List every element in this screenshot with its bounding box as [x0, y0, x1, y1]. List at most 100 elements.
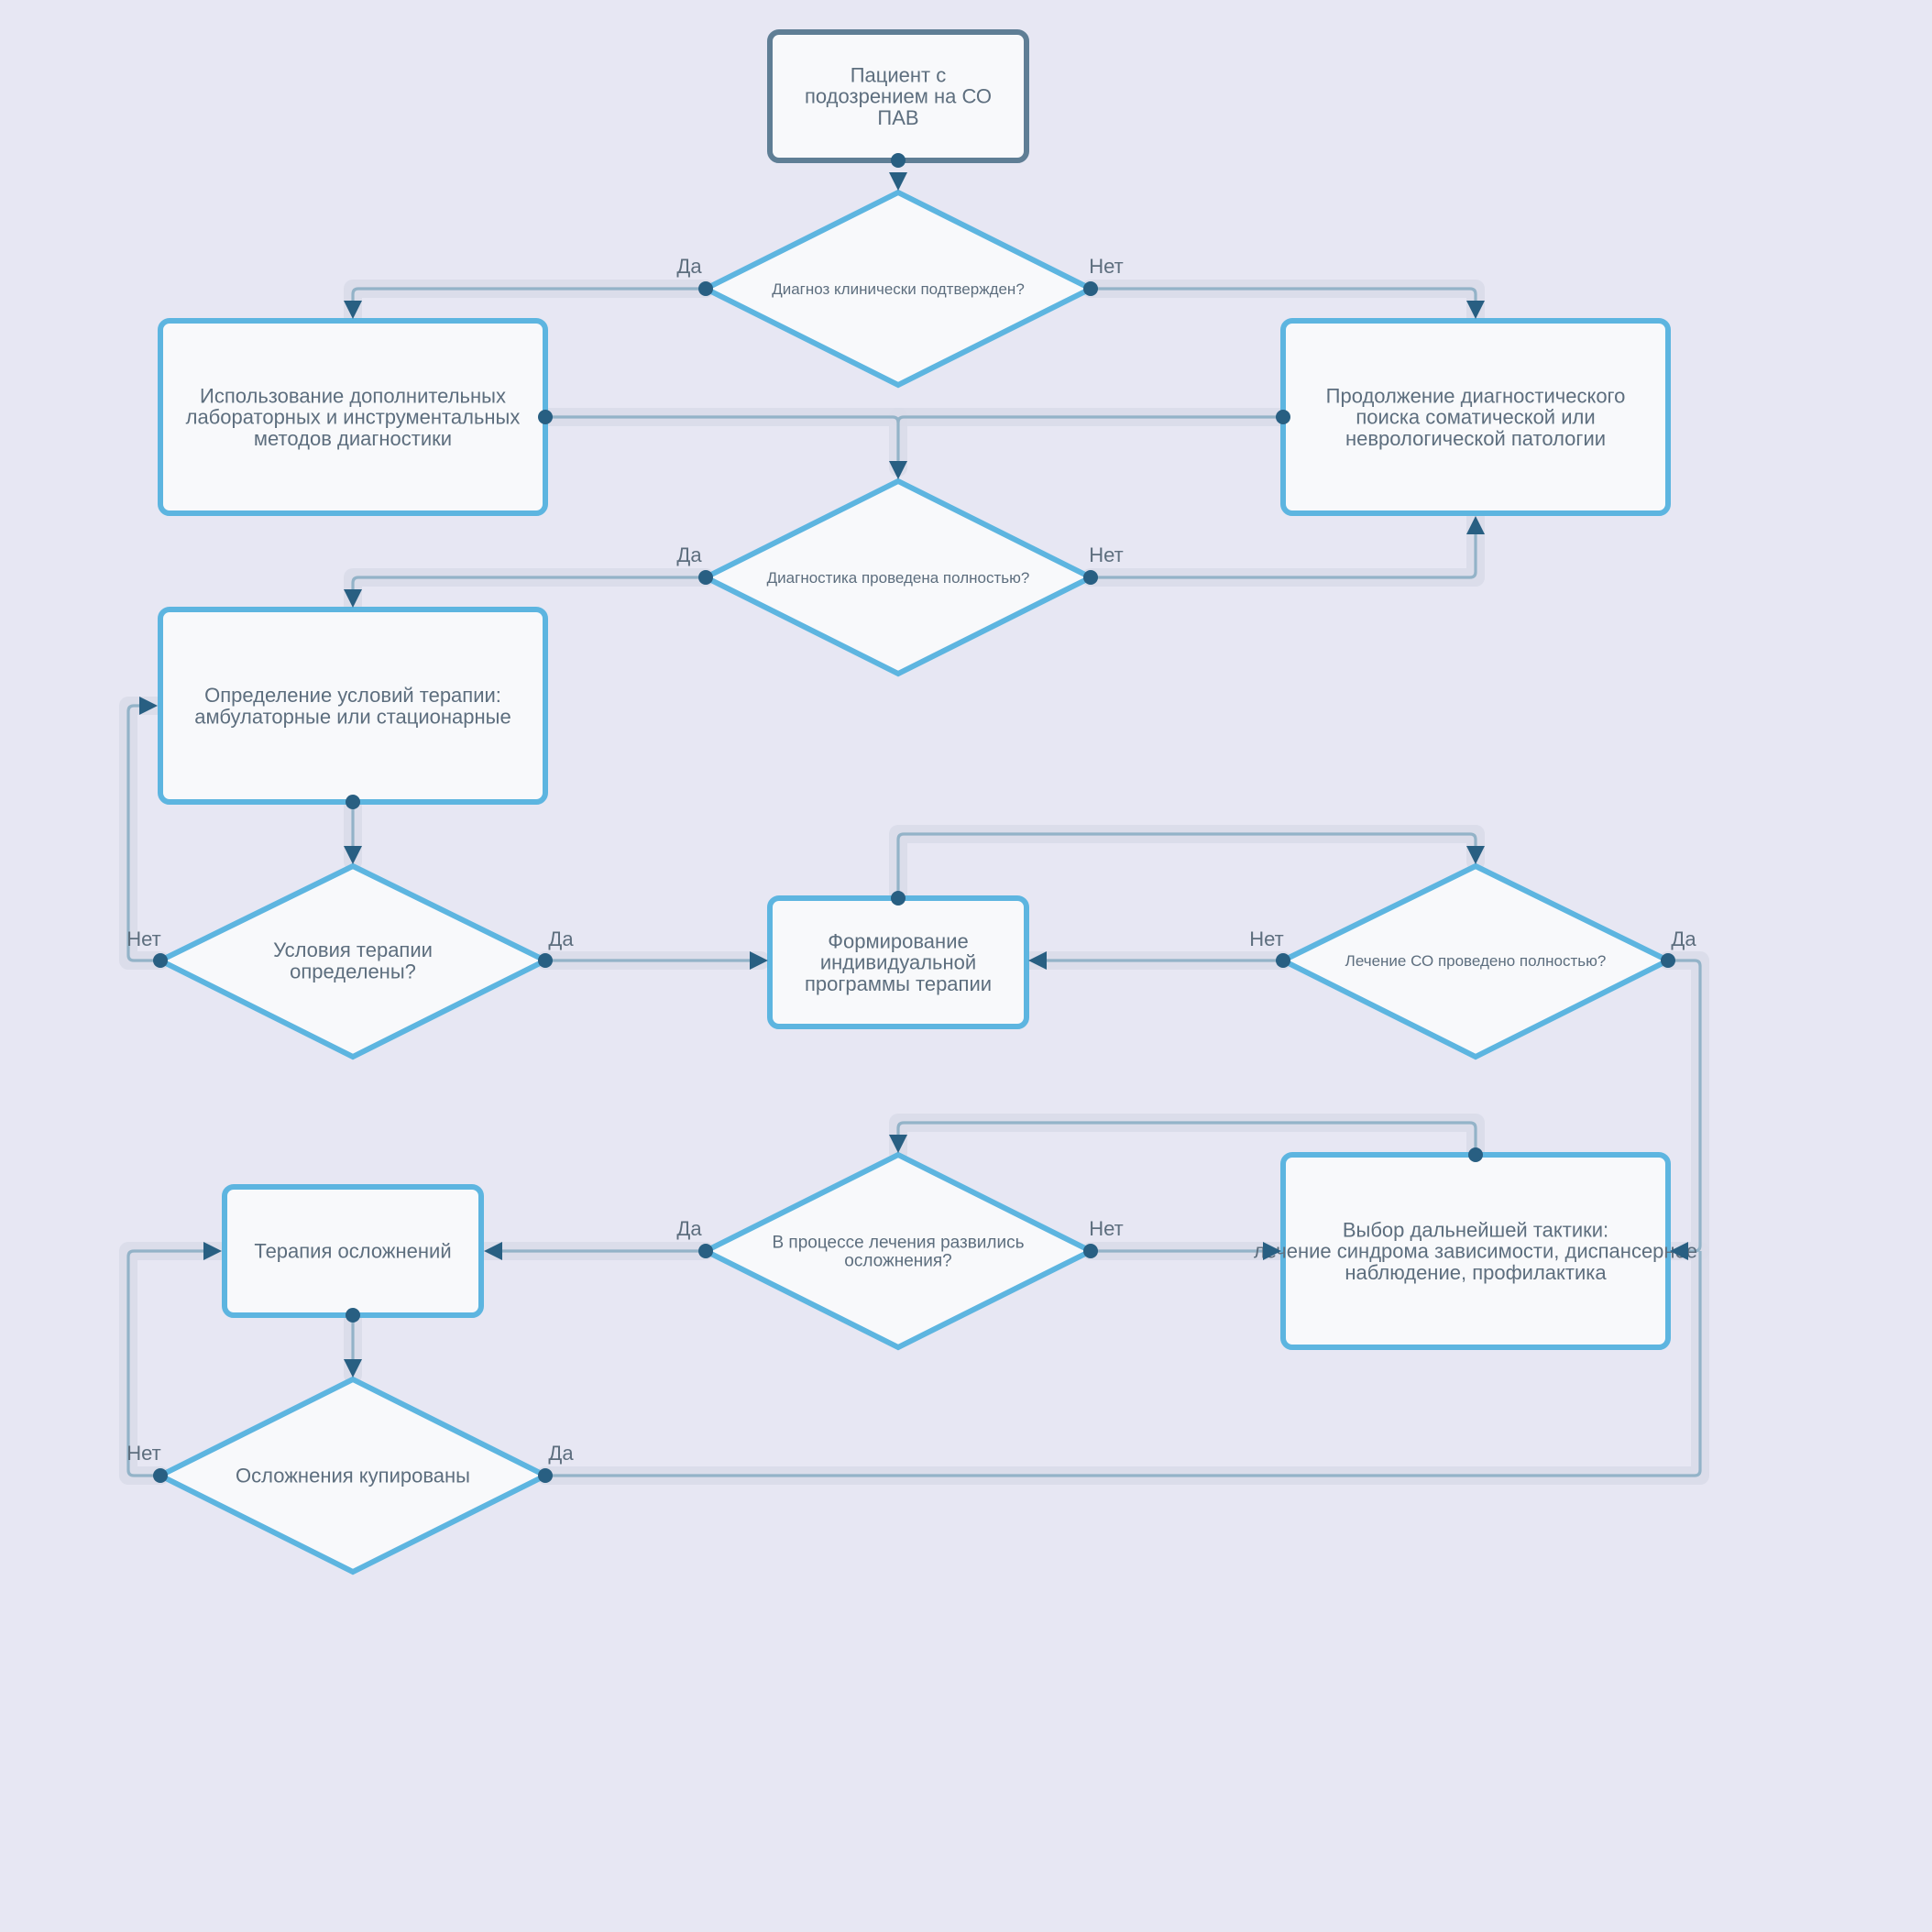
edge-label-no: Нет: [1089, 255, 1123, 278]
port-dot: [1276, 953, 1290, 968]
node-label-line: осложнения?: [844, 1252, 951, 1271]
node-label-line: индивидуальной: [820, 951, 976, 974]
node-decision-treatment-complete[interactable]: Лечение СО проведено полностью?: [1277, 862, 1674, 1060]
node-label-line: поиска соматической или: [1356, 406, 1595, 429]
node-label-line: Пациент с: [851, 64, 947, 87]
node-therapy-conditions[interactable]: Определение условий терапии:амбулаторные…: [158, 607, 548, 805]
edge-label-no: Нет: [126, 928, 160, 950]
edge-label-yes: Да: [676, 1217, 702, 1240]
port-dot: [1276, 410, 1290, 424]
arrowhead: [344, 301, 362, 319]
edge-search-d2: [896, 415, 1283, 423]
edge-label-yes: Да: [676, 543, 702, 566]
edge-d6-yes: [545, 1251, 1702, 1477]
arrowhead: [1263, 1242, 1281, 1260]
node-decision-diagnosis-confirmed-label: Диагноз клинически подтвержден?: [772, 280, 1025, 298]
edge-label-yes: Да: [548, 928, 574, 950]
node-label-line: лечение синдрома зависимости, диспансерн…: [1254, 1240, 1697, 1263]
edge-label-yes: Да: [548, 1442, 574, 1465]
arrowhead: [484, 1242, 502, 1260]
node-label-line: Выбор дальнейшей тактики:: [1343, 1219, 1608, 1242]
edge-d3-no: [126, 704, 160, 962]
port-dot: [891, 153, 906, 168]
node-label-line: подозрением на СО: [805, 85, 992, 108]
node-decision-complications-resolved[interactable]: Осложнения купированы: [154, 1376, 552, 1575]
node-label-line: Осложнения купированы: [236, 1465, 470, 1487]
port-dot: [346, 795, 360, 809]
node-label-line: Лечение СО проведено полностью?: [1345, 952, 1607, 970]
node-label-line: Условия терапии: [273, 939, 433, 961]
port-dot: [538, 1468, 553, 1483]
node-label-line: методов диагностики: [254, 427, 452, 450]
node-further-tactics-label: Выбор дальнейшей тактики:лечение синдром…: [1254, 1219, 1697, 1284]
node-decision-complications-resolved-label: Осложнения купированы: [236, 1465, 470, 1487]
node-decision-diagnosis-confirmed[interactable]: Диагноз клинически подтвержден?: [699, 189, 1097, 389]
port-dot: [698, 281, 713, 296]
arrowhead: [1466, 516, 1485, 534]
port-dot: [1468, 1147, 1483, 1162]
arrowhead: [344, 1359, 362, 1378]
node-decision-diagnostics-complete-label: Диагностика проведена полностью?: [767, 569, 1030, 587]
node-label-line: наблюдение, профилактика: [1345, 1261, 1607, 1284]
edge-label-yes: Да: [676, 255, 702, 278]
node-decision-diagnostics-complete[interactable]: Диагностика проведена полностью?: [699, 478, 1097, 677]
port-dot: [1083, 1244, 1098, 1258]
node-label-line: Формирование: [828, 930, 968, 953]
port-dot: [698, 1244, 713, 1258]
port-dot: [153, 953, 168, 968]
edge-labels: Да Нет Да Нет Нет Да Нет Да Да Нет Нет Д…: [126, 255, 1696, 1465]
edges: [126, 287, 1702, 1477]
arrowhead: [1466, 846, 1485, 864]
port-dot: [346, 1308, 360, 1323]
edge-d2-yes: [351, 576, 706, 598]
port-dot: [153, 1468, 168, 1483]
node-label-line: ПАВ: [877, 106, 918, 129]
port-dot: [698, 570, 713, 585]
arrowhead: [344, 846, 362, 864]
port-dot: [1083, 281, 1098, 296]
edge-tact-d5: [896, 1121, 1477, 1155]
port-dot: [538, 953, 553, 968]
edge-label-no: Нет: [1089, 1217, 1123, 1240]
arrowheads: [139, 172, 1688, 1378]
edge-label-no: Нет: [1249, 928, 1283, 950]
port-dot: [1661, 953, 1675, 968]
edge-d4-yes: [1668, 959, 1702, 1253]
node-complication-therapy-label: Терапия осложнений: [254, 1240, 451, 1263]
arrowhead: [1670, 1242, 1688, 1260]
arrowhead: [889, 1135, 907, 1153]
node-label-line: программы терапии: [805, 972, 992, 995]
arrowhead: [1466, 301, 1485, 319]
edge-label-yes: Да: [1671, 928, 1696, 950]
node-label-line: определены?: [290, 960, 416, 982]
port-dots: [153, 153, 1675, 1483]
arrowhead: [889, 172, 907, 191]
node-label-line: Диагноз клинически подтвержден?: [772, 280, 1025, 298]
node-further-tactics[interactable]: Выбор дальнейшей тактики:лечение синдром…: [1254, 1152, 1697, 1350]
node-therapy-conditions-label: Определение условий терапии:амбулаторные…: [194, 684, 510, 728]
edge-label-no: Нет: [1089, 543, 1123, 566]
port-dot: [1083, 570, 1098, 585]
edge-d2-no: [1091, 527, 1477, 579]
node-label-line: В процессе лечения развились: [772, 1234, 1024, 1253]
node-complication-therapy[interactable]: Терапия осложнений: [222, 1184, 484, 1318]
port-dot: [538, 410, 553, 424]
arrowhead: [344, 589, 362, 608]
edge-label-no: Нет: [126, 1442, 160, 1465]
node-label-line: амбулаторные или стационарные: [194, 705, 510, 728]
node-label-line: лабораторных и инструментальных: [186, 406, 521, 429]
node-label-line: Определение условий терапии:: [204, 684, 501, 707]
node-label-line: Продолжение диагностического: [1326, 385, 1626, 408]
